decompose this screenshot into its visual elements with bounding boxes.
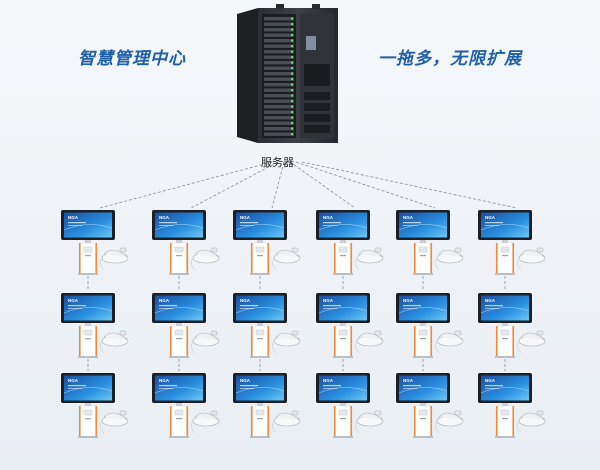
self-service-kiosk-icon: NGA [478,210,532,275]
self-service-kiosk-icon: NGA [316,210,370,275]
barcode-scanner-icon [517,410,546,434]
kiosk-terminal: NGA [396,373,464,438]
server-link [295,161,436,209]
screen-brand: NGA [68,298,79,303]
kiosk-terminal: NGA [316,293,384,358]
self-service-kiosk-icon: NGA [61,210,115,275]
kiosk-terminal: NGA [152,373,220,438]
barcode-scanner-icon [100,330,129,354]
screen-brand: NGA [323,378,334,383]
kiosk-terminal: NGA [61,293,129,358]
barcode-scanner-icon [272,330,301,354]
self-service-kiosk-icon: NGA [61,373,115,438]
screen-brand: NGA [403,215,414,220]
kiosk-terminal: NGA [316,373,384,438]
barcode-scanner-icon [435,410,464,434]
kiosk-terminal: NGA [152,293,220,358]
screen-brand: NGA [485,298,496,303]
screen-brand: NGA [485,215,496,220]
server-link [99,161,273,209]
self-service-kiosk-icon: NGA [233,373,287,438]
barcode-scanner-icon [355,247,384,271]
self-service-kiosk-icon: NGA [152,373,206,438]
barcode-scanner-icon [272,247,301,271]
barcode-scanner-icon [100,247,129,271]
screen-brand: NGA [68,378,79,383]
self-service-kiosk-icon: NGA [152,210,206,275]
self-service-kiosk-icon: NGA [396,373,450,438]
screen-brand: NGA [159,215,170,220]
self-service-kiosk-icon: NGA [61,293,115,358]
barcode-scanner-icon [272,410,301,434]
kiosk-terminal: NGA [233,293,301,358]
screen-brand: NGA [403,298,414,303]
barcode-scanner-icon [435,247,464,271]
kiosk-terminal: NGA [233,373,301,438]
screen-brand: NGA [323,298,334,303]
server-link [190,161,279,209]
self-service-kiosk-icon: NGA [233,293,287,358]
barcode-scanner-icon [100,410,129,434]
kiosk-terminal: NGA [396,293,464,358]
connector-lines [87,161,518,371]
screen-brand: NGA [159,298,170,303]
screen-brand: NGA [159,378,170,383]
kiosk-terminal: NGA [478,373,546,438]
kiosk-terminal: NGA [316,210,384,275]
self-service-kiosk-icon: NGA [316,373,370,438]
kiosk-terminal: NGA [61,210,129,275]
screen-brand: NGA [68,215,79,220]
server-link [289,161,356,209]
kiosk-terminal: NGA [233,210,301,275]
server-link [271,161,285,209]
self-service-kiosk-icon: NGA [152,293,206,358]
self-service-kiosk-icon: NGA [396,293,450,358]
left-headline: 智慧管理中心 [78,49,186,69]
server-rack-icon [237,4,338,143]
screen-brand: NGA [240,378,251,383]
barcode-scanner-icon [517,330,546,354]
barcode-scanner-icon [355,330,384,354]
self-service-kiosk-icon: NGA [478,293,532,358]
screen-brand: NGA [403,378,414,383]
screen-brand: NGA [240,298,251,303]
self-service-kiosk-icon: NGA [233,210,287,275]
barcode-scanner-icon [191,410,220,434]
kiosk-terminal: NGA [478,293,546,358]
barcode-scanner-icon [517,247,546,271]
screen-brand: NGA [323,215,334,220]
kiosk-terminal: NGA [478,210,546,275]
kiosk-terminal: NGA [61,373,129,438]
screen-brand: NGA [240,215,251,220]
kiosk-terminal: NGA [152,210,220,275]
self-service-kiosk-icon: NGA [396,210,450,275]
self-service-kiosk-icon: NGA [478,373,532,438]
right-headline: 一拖多，无限扩展 [378,49,522,69]
self-service-kiosk-icon: NGA [316,293,370,358]
server-link [301,161,518,209]
server-label: 服务器 [261,157,294,169]
barcode-scanner-icon [191,247,220,271]
barcode-scanner-icon [435,330,464,354]
terminal-grid: NGA NGA NGA NGA NGA NGA NGA NGA NGA NGA NGA NGA NGA N… [61,210,546,438]
kiosk-terminal: NGA [396,210,464,275]
barcode-scanner-icon [355,410,384,434]
barcode-scanner-icon [191,330,220,354]
screen-brand: NGA [485,378,496,383]
